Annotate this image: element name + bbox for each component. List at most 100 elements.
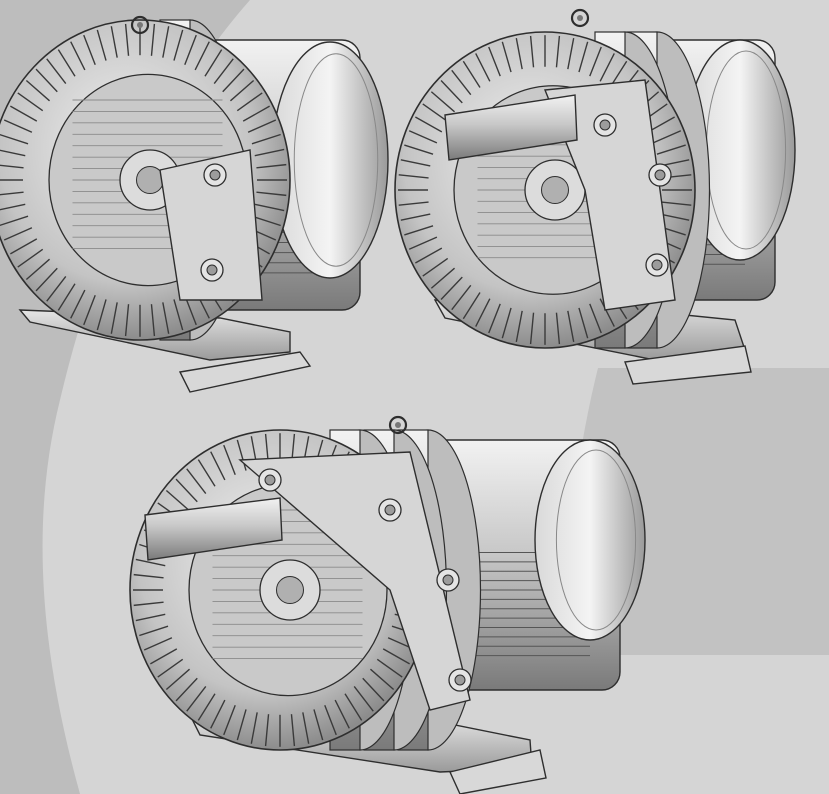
cooling-fin [567, 310, 575, 342]
cooling-fin [488, 46, 501, 77]
cooling-fin [229, 80, 255, 102]
cooling-fin [567, 38, 575, 70]
cooling-fin [10, 238, 38, 255]
port-hole [599, 119, 611, 131]
cooling-fin [165, 490, 191, 512]
cooling-fin [661, 201, 692, 206]
port-hole [654, 169, 666, 181]
cooling-fin [25, 258, 51, 280]
cooling-fin [157, 658, 184, 678]
cooling-fin [0, 149, 26, 157]
cooling-fin [398, 201, 429, 206]
cooling-fin [194, 41, 210, 71]
cooling-fin [83, 295, 96, 326]
cooling-fin [197, 693, 216, 721]
cooling-fin [70, 41, 86, 71]
cooling-fin [162, 302, 170, 334]
cooling-fin [599, 298, 615, 327]
cooling-fin [133, 573, 164, 579]
lifting-eye-icon [570, 8, 590, 28]
cooling-fin [175, 478, 198, 503]
cooling-fin [135, 558, 166, 567]
cooling-fin [222, 68, 245, 93]
cooling-fin [143, 637, 173, 651]
cooling-fin [313, 709, 324, 741]
port-flange [159, 149, 263, 301]
cooling-fin [173, 29, 184, 61]
cooling-fin [376, 658, 403, 678]
cooling-fin [353, 686, 374, 712]
port-hole [206, 264, 218, 276]
cooling-fin [3, 227, 33, 241]
cooling-fin [647, 116, 675, 133]
cooling-fin [242, 105, 270, 122]
cooling-fin [440, 80, 463, 104]
cooling-fin [589, 303, 602, 334]
cooling-fin [422, 103, 449, 123]
cooling-fin [475, 298, 491, 327]
cooling-fin [430, 91, 456, 113]
cooling-fin [204, 49, 223, 77]
cooling-fin [400, 159, 431, 167]
cooling-fin [186, 468, 207, 494]
cooling-fin [197, 459, 216, 487]
cooling-fin [578, 307, 589, 339]
port-hole [384, 504, 396, 516]
mounting-foot-base [178, 351, 312, 393]
cooling-fin [529, 312, 535, 345]
motor-cap-rim [555, 449, 637, 631]
cooling-fin [415, 116, 443, 133]
cooling-fin [150, 304, 156, 337]
cooling-fin [150, 23, 156, 56]
cooling-fin [408, 236, 438, 250]
cooling-fin [210, 699, 226, 729]
cooling-fin [162, 26, 170, 58]
cooling-fin [139, 625, 169, 637]
cooling-fin [362, 677, 385, 702]
cooling-fin [236, 709, 247, 741]
cooling-fin [57, 49, 76, 77]
cooling-fin [408, 130, 438, 144]
cooling-fin [236, 92, 263, 112]
cooling-fin [555, 35, 561, 68]
hub-center [276, 576, 304, 604]
cooling-fin [404, 144, 434, 155]
cooling-fin [344, 693, 363, 721]
cooling-fin [462, 60, 481, 88]
cooling-fin [0, 133, 29, 145]
cooling-fin [589, 46, 602, 77]
port-hole [209, 169, 221, 181]
cooling-fin [475, 53, 491, 82]
cooling-fin [515, 310, 523, 342]
cooling-fin [404, 225, 434, 236]
cooling-fin [451, 284, 472, 311]
port-hole [651, 259, 663, 271]
cooling-fin [652, 130, 682, 144]
cooling-fin [110, 302, 118, 334]
cooling-fin [10, 105, 38, 122]
cooling-fin [25, 80, 51, 102]
cooling-fin [422, 257, 449, 277]
triple-stage-blower [129, 415, 646, 794]
cooling-fin [430, 267, 456, 289]
cooling-fin [35, 267, 58, 292]
cooling-fin [110, 26, 118, 58]
cooling-fin [124, 23, 130, 56]
motor-cap-rim [293, 53, 379, 267]
cooling-fin [334, 699, 350, 729]
lifting-eye-icon [388, 415, 408, 435]
cooling-fin [251, 215, 281, 227]
cooling-fin [46, 276, 67, 302]
lifting-eye-center [137, 22, 143, 28]
cooling-fin [462, 292, 481, 320]
cooling-fin [165, 668, 191, 690]
cooling-fin [382, 648, 410, 665]
cooling-fin [599, 53, 615, 82]
cooling-fin [555, 312, 561, 345]
single-stage-blower [0, 15, 389, 393]
cooling-fin [0, 203, 26, 211]
cooling-fin [0, 164, 24, 169]
port-flange [238, 451, 471, 711]
cooling-fin [451, 69, 472, 96]
